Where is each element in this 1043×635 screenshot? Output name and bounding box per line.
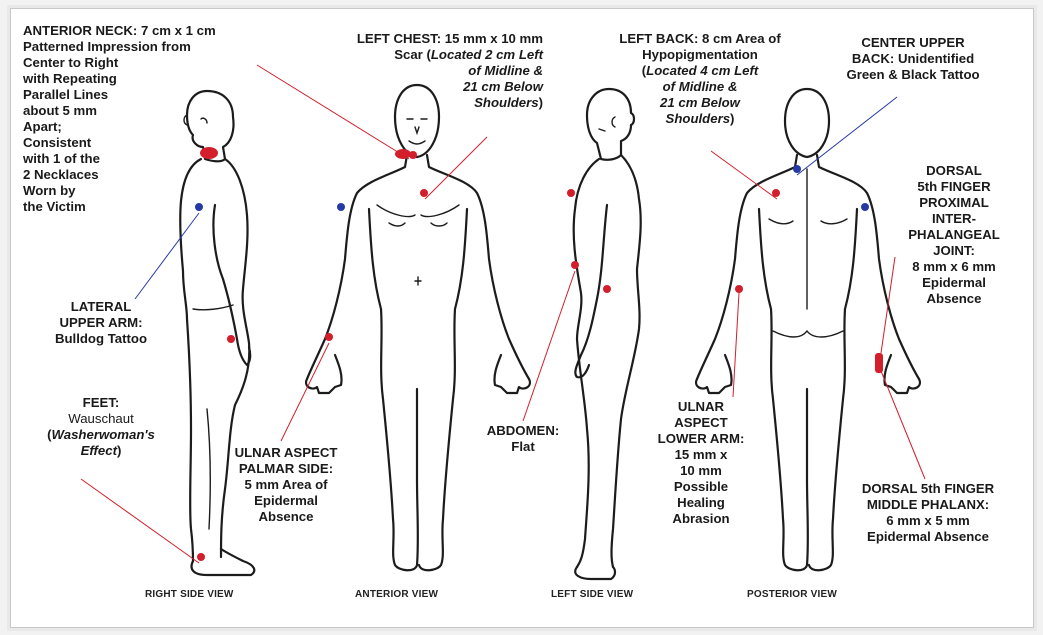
caption-left-side-view: LEFT SIDE VIEW [551,589,633,600]
label-anterior-neck: ANTERIOR NECK: 7 cm x 1 cm Patterned Imp… [23,23,216,215]
leader-abdomen [523,271,575,421]
label-dorsal-middle: DORSAL 5th FINGER MIDDLE PHALANX: 6 mm x… [843,481,1013,545]
center-upper-back-line: CENTER UPPER [833,35,993,51]
label-left-chest: LEFT CHEST: 15 mm x 10 mm Scar (Located … [311,31,543,111]
figure-left-side-view [574,89,641,579]
label-dorsal-pip: DORSAL 5th FINGER PROXIMAL INTER- PHALAN… [899,163,1009,307]
marker-left-back [772,189,780,197]
caption-right-side-view: RIGHT SIDE VIEW [145,589,234,600]
marker-abdomen [571,261,579,269]
leader-left-chest [425,137,487,199]
marker-neck-anterior-b [409,151,417,159]
leader-lateral-upper-arm [135,213,199,299]
leader-center-upper-back [797,97,897,175]
marker-left-chest [420,189,428,197]
label-left-back: LEFT BACK: 8 cm Area of Hypopigmentation… [595,31,805,127]
diagram-frame: ANTERIOR NECK: 7 cm x 1 cm Patterned Imp… [10,8,1034,628]
marker-arm-posterior-blue [861,203,869,211]
marker-feet [197,553,205,561]
marker-right-hand [227,335,235,343]
caption-anterior-view: ANTERIOR VIEW [355,589,438,600]
leader-feet [81,479,199,563]
marker-left-arm-upper [567,189,575,197]
leader-dorsal-pip [881,257,895,353]
caption-posterior-view: POSTERIOR VIEW [747,589,837,600]
leader-left-back [711,151,777,199]
marker-center-upper-back [793,165,801,173]
marker-ulnar-palmar [325,333,333,341]
marker-neck-anterior-a [395,149,411,159]
marker-arm-anterior-blue [337,203,345,211]
label-ulnar-palmar: ULNAR ASPECT PALMAR SIDE: 5 mm Area of E… [223,445,349,525]
center-upper-back-line: BACK: Unidentified [833,51,993,67]
label-ulnar-lower-arm: ULNAR ASPECT LOWER ARM: 15 mm x 10 mm Po… [651,399,751,527]
label-abdomen: ABDOMEN: Flat [475,423,571,455]
marker-left-forearm [603,285,611,293]
marker-ulnar-lower-arm [735,285,743,293]
marker-dorsal-finger [875,353,883,373]
center-upper-back-line: Green & Black Tattoo [833,67,993,83]
leader-ulnar-lower-arm [733,293,739,397]
label-feet: FEET: Wauschaut (Washerwoman's Effect) [39,395,163,459]
label-lateral-upper-arm: LATERAL UPPER ARM: Bulldog Tattoo [39,299,163,347]
